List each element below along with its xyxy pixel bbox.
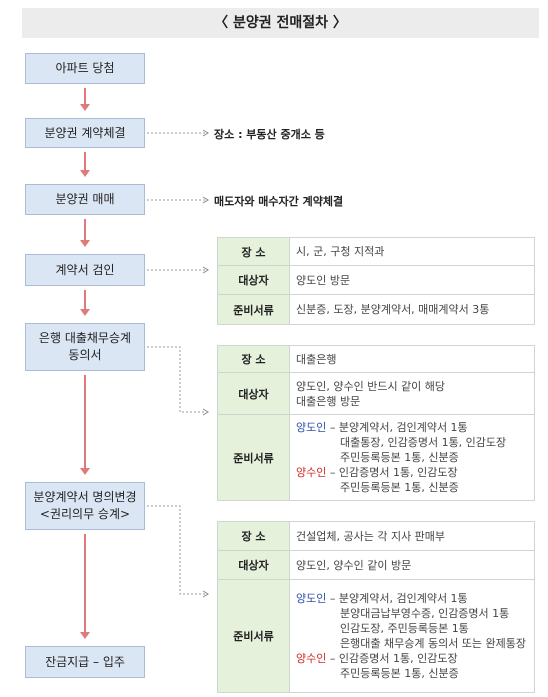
note-contract-place: 장소 : 부동산 중개소 등 [214, 128, 325, 141]
label-target: 대상자 [217, 372, 290, 415]
label-place: 장 소 [217, 237, 290, 266]
table-inspection: 장 소 시, 군, 구청 지적과 대상자 양도인 방문 준비서류 신분증, 도장… [217, 237, 535, 325]
value-target: 양도인, 양수인 같이 방문 [289, 550, 535, 580]
page-title: 〈 분양권 전매절차 〉 [22, 8, 539, 38]
step-loan-consent: 은행 대출채무승계 동의서 [25, 323, 145, 371]
step-rights-trade: 분양권 매매 [25, 184, 145, 215]
step-name-change: 분양계약서 명의변경 <권리의무 승계> [25, 482, 145, 530]
value-docs: 양도인 – 분양계약서, 검인계약서 1통 대출통장, 인감증명서 1통, 인감… [289, 414, 535, 501]
arrow-down [80, 534, 90, 640]
label-docs: 준비서류 [217, 579, 290, 693]
label-place: 장 소 [217, 345, 290, 373]
value-place: 대출은행 [289, 345, 535, 373]
table-name-change: 장 소 건설업체, 공사는 각 지사 판매부 대상자 양도인, 양수인 같이 방… [217, 521, 535, 693]
value-docs: 신분증, 도장, 분양계약서, 매매계약서 3통 [289, 294, 535, 325]
step-contract-signing: 분양권 계약체결 [25, 118, 145, 148]
table-loan-consent: 장 소 대출은행 대상자 양도인, 양수인 반드시 같이 해당 대출은행 방문 … [217, 345, 535, 501]
label-target: 대상자 [217, 265, 290, 295]
label-place: 장 소 [217, 521, 290, 551]
value-target: 양도인 방문 [289, 265, 535, 295]
arrow-down [80, 88, 90, 112]
label-docs: 준비서류 [217, 414, 290, 501]
arrow-down [80, 219, 90, 248]
value-place: 건설업체, 공사는 각 지사 판매부 [289, 521, 535, 551]
step-contract-inspection: 계약서 검인 [25, 254, 145, 286]
arrow-down [80, 290, 90, 317]
label-docs: 준비서류 [217, 294, 290, 325]
note-trade: 매도자와 매수자간 계약체결 [214, 195, 344, 208]
label-target: 대상자 [217, 550, 290, 580]
step-balance-move-in: 잔금지급 – 입주 [25, 646, 145, 678]
arrow-down [80, 375, 90, 476]
arrow-down [80, 152, 90, 178]
value-target: 양도인, 양수인 반드시 같이 해당 대출은행 방문 [289, 372, 535, 415]
value-place: 시, 군, 구청 지적과 [289, 237, 535, 266]
value-docs: 양도인 – 분양계약서, 검인계약서 1통 분양대금납부영수증, 인감증명서 1… [289, 579, 535, 693]
step-apartment-winning: 아파트 당첨 [25, 53, 145, 84]
